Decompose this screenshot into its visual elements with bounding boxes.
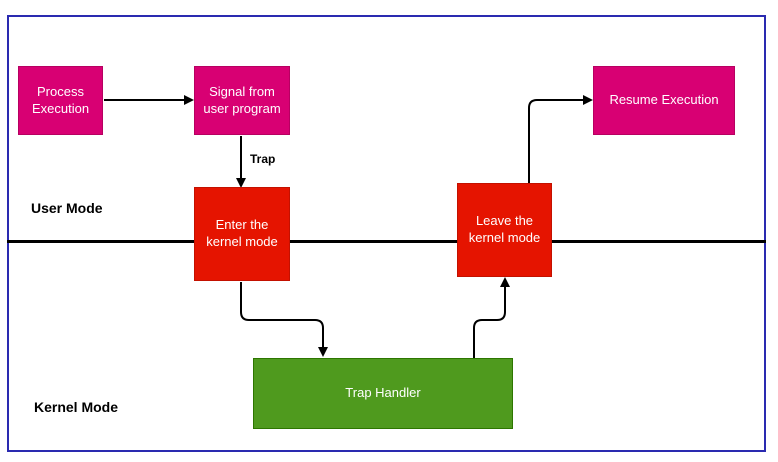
resume-execution-text: Resume Execution bbox=[609, 92, 719, 108]
leave-kernel-text: Leave the kernel mode bbox=[468, 213, 541, 245]
trap-handler-node: Trap Handler bbox=[253, 358, 513, 429]
signal-from-user-text: Signal from user program bbox=[203, 83, 281, 116]
leave-kernel-node: Leave the kernel mode bbox=[457, 183, 552, 277]
enter-kernel-node: Enter the kernel mode bbox=[194, 187, 290, 281]
process-execution-text: Process Execution bbox=[31, 83, 90, 116]
kernel-mode-label: Kernel Mode bbox=[34, 399, 119, 415]
arrow-leave-to-resume bbox=[528, 95, 593, 183]
arrow-handler-to-leave bbox=[473, 277, 510, 358]
trap-handler-text: Trap Handler bbox=[345, 385, 421, 401]
enter-kernel-text: Enter the kernel mode bbox=[206, 217, 278, 249]
mode-divider-line bbox=[7, 239, 766, 243]
arrow-enter-to-handler bbox=[240, 282, 328, 357]
process-execution-node: Process Execution bbox=[18, 66, 103, 135]
signal-from-user-node: Signal from user program bbox=[194, 66, 290, 135]
trap-edge-label: Trap bbox=[250, 152, 276, 166]
user-mode-label: User Mode bbox=[31, 200, 103, 216]
resume-execution-node: Resume Execution bbox=[593, 66, 735, 135]
